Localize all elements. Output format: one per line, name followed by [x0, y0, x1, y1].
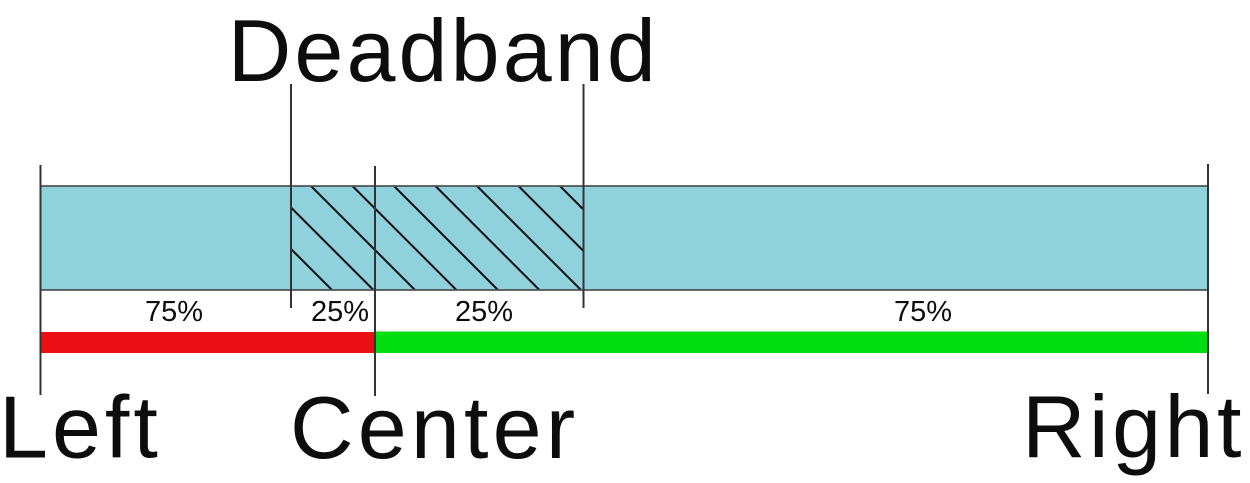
svg-text:Right: Right — [1022, 377, 1245, 476]
svg-text:75%: 75% — [894, 296, 952, 328]
svg-text:25%: 25% — [455, 296, 513, 328]
svg-text:25%: 25% — [311, 296, 369, 328]
svg-text:75%: 75% — [145, 296, 203, 328]
svg-text:Center: Center — [290, 378, 579, 477]
svg-text:Deadband: Deadband — [228, 1, 659, 100]
svg-text:Left: Left — [0, 378, 162, 477]
